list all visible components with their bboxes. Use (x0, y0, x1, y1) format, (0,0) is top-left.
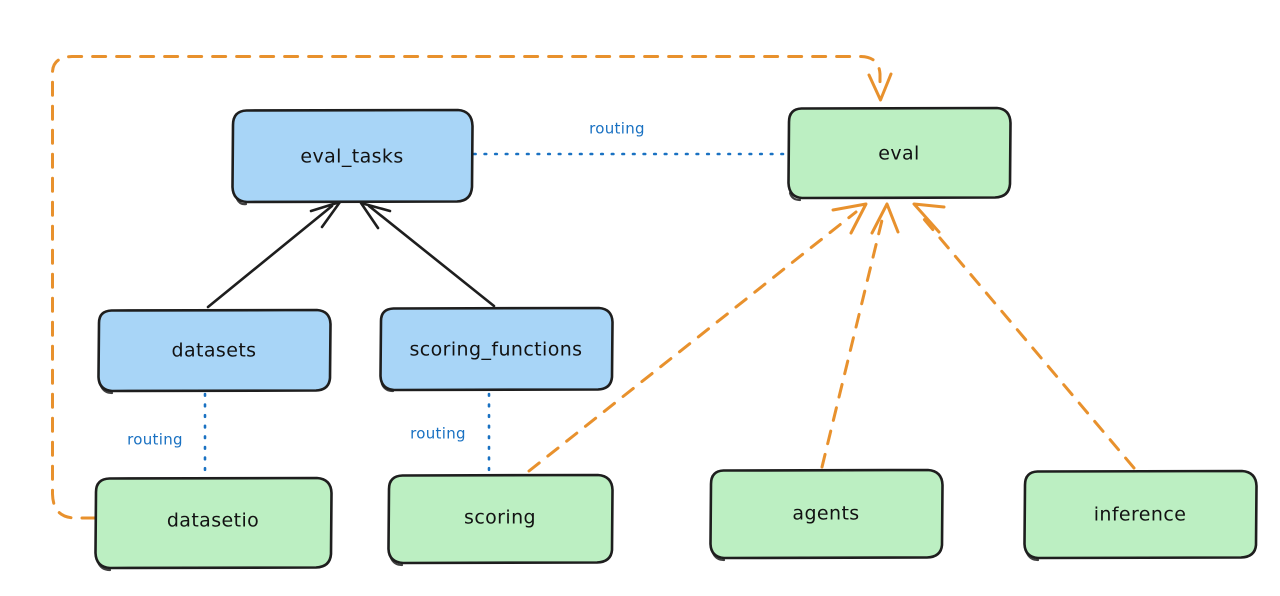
edge-label-routing-datasets: routing (127, 431, 183, 449)
edge-label-routing-eval-tasks: routing (589, 120, 645, 138)
node-label-eval-tasks: eval_tasks (300, 146, 403, 168)
edge-label-routing-scoring-functions: routing (410, 425, 466, 443)
node-eval-tasks[interactable]: eval_tasks (231, 108, 474, 206)
node-scoring[interactable]: scoring (387, 473, 614, 567)
node-agents[interactable]: agents (709, 468, 944, 562)
edge-scoring-functions-eval-tasks[interactable] (367, 204, 496, 308)
arrow-head-datasets-eval-tasks (309, 200, 342, 229)
arrow-head-agents-eval (870, 202, 900, 235)
node-label-datasetio: datasetio (167, 510, 259, 532)
edge-datasets-eval-tasks[interactable] (206, 204, 334, 309)
edge-inference-eval[interactable] (916, 210, 1136, 470)
node-datasets[interactable]: datasets (97, 308, 332, 395)
arrow-head-scoring-eval (831, 202, 868, 235)
node-label-inference: inference (1094, 504, 1187, 526)
node-inference[interactable]: inference (1023, 469, 1258, 562)
node-label-scoring-functions: scoring_functions (410, 339, 583, 361)
edge-scoring-eval[interactable] (527, 210, 858, 473)
node-scoring-functions[interactable]: scoring_functions (379, 306, 614, 393)
arrow-head-inference-eval (912, 202, 946, 234)
arrow-head-datasetio-eval (867, 72, 893, 102)
node-eval[interactable]: eval (787, 106, 1012, 202)
edge-datasetio-eval[interactable] (51, 55, 882, 520)
node-label-agents: agents (792, 503, 859, 525)
node-label-datasets: datasets (172, 340, 257, 362)
node-label-scoring: scoring (464, 507, 536, 529)
node-datasetio[interactable]: datasetio (94, 476, 333, 572)
arrow-head-scoring-functions-eval-tasks (359, 201, 392, 230)
edge-agents-eval[interactable] (820, 210, 886, 469)
node-label-eval: eval (878, 143, 919, 165)
